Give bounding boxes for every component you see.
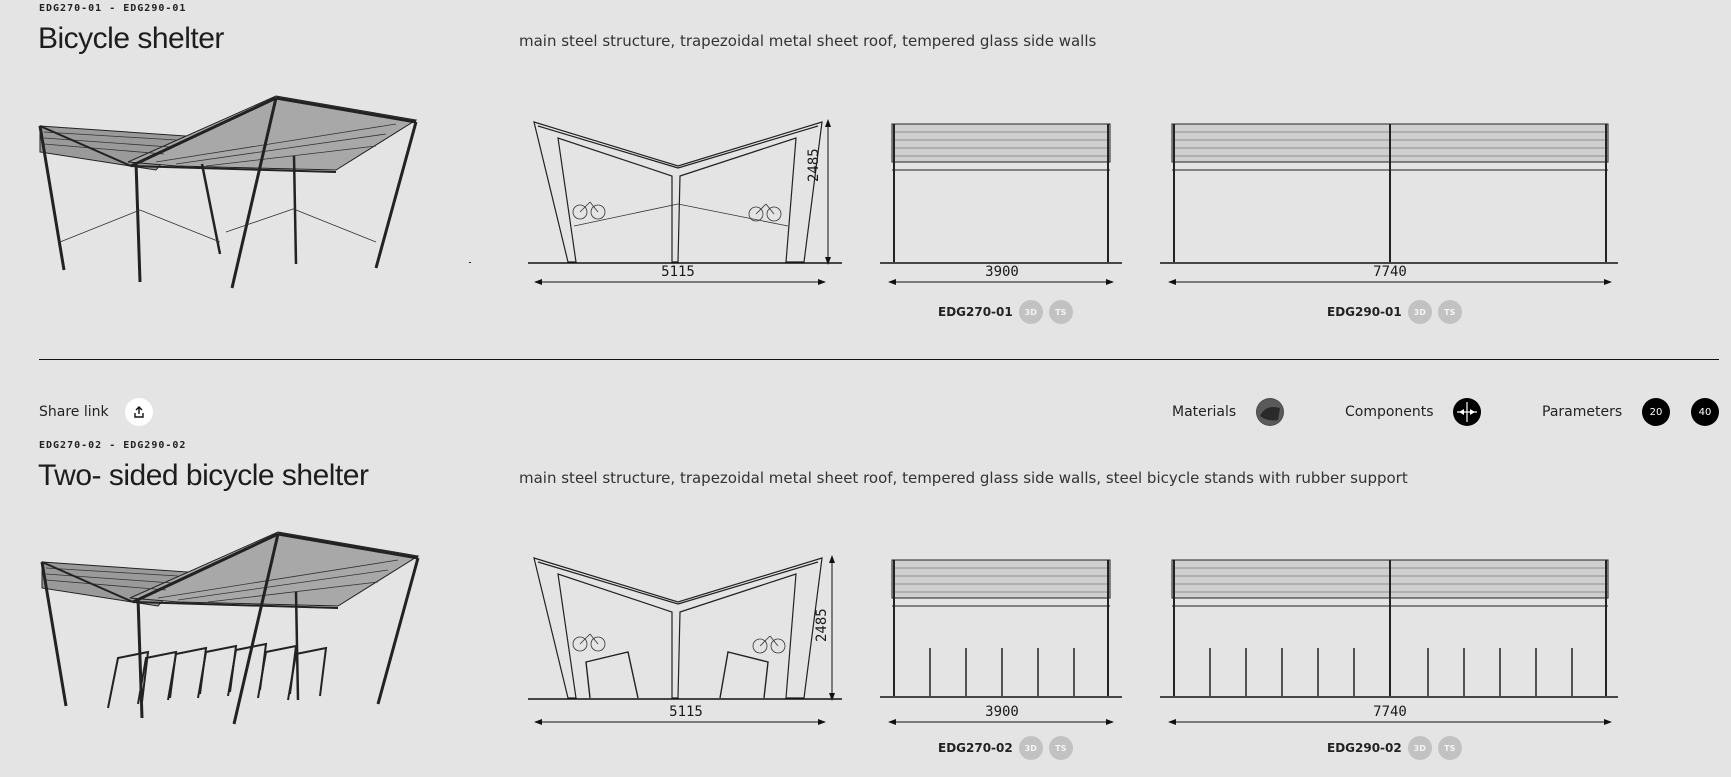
side-elevation-drawing: [528, 119, 842, 285]
ts-button[interactable]: TS: [1437, 736, 1462, 760]
product-title: Bicycle shelter: [38, 22, 224, 55]
parameters-label[interactable]: Parameters: [1542, 404, 1623, 420]
front-elevation-short: [880, 559, 1122, 725]
parameter-40-button[interactable]: 40: [1691, 398, 1719, 426]
dim-width-label: 5115: [661, 264, 695, 280]
share-button[interactable]: [125, 398, 153, 426]
dim-length-long: 7740: [1373, 704, 1407, 720]
ts-button[interactable]: TS: [1437, 300, 1462, 324]
side-elevation-drawing: [528, 555, 842, 725]
materials-swatch-icon: [1257, 399, 1283, 425]
model-code: EDG270-02: [938, 741, 1013, 755]
front-elevation-long: [1160, 123, 1618, 285]
3d-button[interactable]: 3D: [1407, 300, 1432, 324]
share-icon: [134, 406, 144, 418]
share-link-label[interactable]: Share link: [39, 404, 109, 420]
product-description: main steel structure, trapezoidal metal …: [519, 469, 1408, 487]
dim-height-label: 2485: [806, 148, 822, 182]
product-title: Two- sided bicycle shelter: [38, 459, 369, 492]
front-elevation-short: [880, 123, 1122, 285]
3d-button[interactable]: 3D: [1407, 736, 1432, 760]
3d-button[interactable]: 3D: [1018, 736, 1043, 760]
perspective-drawing: [38, 95, 418, 289]
model-code: EDG290-01: [1327, 305, 1402, 319]
product-code-range: EDG270-01 - EDG290-01: [39, 3, 187, 14]
dim-width-label: 5115: [669, 704, 703, 720]
model-row: EDG270-01 3D TS: [938, 300, 1073, 324]
perspective-drawing: [40, 531, 420, 725]
model-code: EDG290-02: [1327, 741, 1402, 755]
parameter-20-button[interactable]: 20: [1642, 398, 1670, 426]
model-code: EDG270-01: [938, 305, 1013, 319]
model-row: EDG290-01 3D TS: [1327, 300, 1462, 324]
ts-button[interactable]: TS: [1048, 300, 1073, 324]
dim-length-short: 3900: [985, 264, 1019, 280]
dim-length-short: 3900: [985, 704, 1019, 720]
components-label[interactable]: Components: [1345, 404, 1434, 420]
dim-length-long: 7740: [1373, 264, 1407, 280]
3d-button[interactable]: 3D: [1018, 300, 1043, 324]
dim-height-label: 2485: [814, 608, 830, 642]
model-row: EDG290-02 3D TS: [1327, 736, 1462, 760]
section-divider: [39, 359, 1719, 360]
front-elevation-long: [1160, 559, 1618, 725]
ts-button[interactable]: TS: [1048, 736, 1073, 760]
model-row: EDG270-02 3D TS: [938, 736, 1073, 760]
components-button[interactable]: [1453, 398, 1481, 426]
materials-button[interactable]: [1256, 398, 1284, 426]
materials-label[interactable]: Materials: [1172, 404, 1237, 420]
dot-mark: [469, 262, 471, 263]
product-code-range: EDG270-02 - EDG290-02: [39, 440, 187, 451]
components-icon: [1457, 402, 1477, 422]
product-description: main steel structure, trapezoidal metal …: [519, 32, 1097, 50]
